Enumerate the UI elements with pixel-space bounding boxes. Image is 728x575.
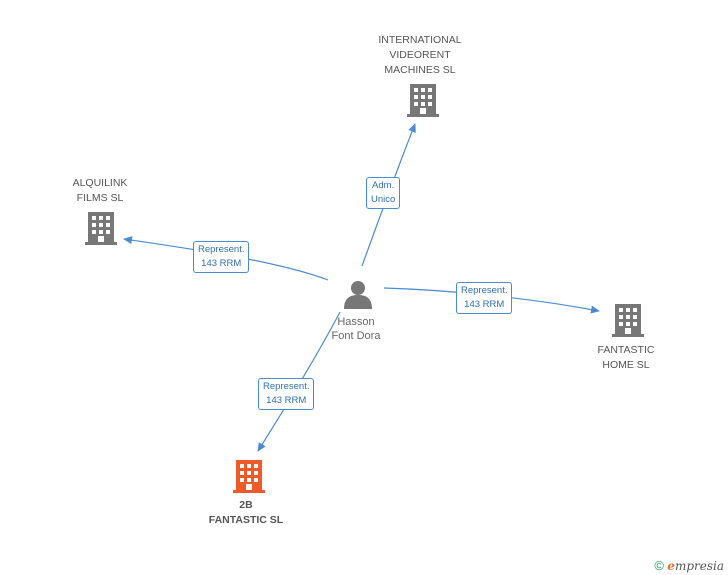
building-icon-international[interactable] xyxy=(407,84,439,117)
building-icon-fantastic-home[interactable] xyxy=(612,304,644,337)
company-label-international[interactable]: INTERNATIONAL VIDEORENT MACHINES SL xyxy=(360,33,480,78)
building-icon-2b-fantastic[interactable] xyxy=(233,460,265,493)
relation-label-alquilink: Represent. 143 RRM xyxy=(193,241,250,273)
company-name-line1: ALQUILINK xyxy=(72,177,128,189)
relation-type: Adm. xyxy=(372,180,395,191)
relation-type: Represent. xyxy=(263,381,310,392)
relation-label-international: Adm. Unico xyxy=(366,177,401,209)
relation-label-2b-fantastic: Represent. 143 RRM xyxy=(258,378,315,410)
relation-label-fantastic-home: Represent. 143 RRM xyxy=(456,282,513,314)
copyright-icon: © xyxy=(654,558,664,573)
person-name-line1: Hasson xyxy=(337,316,375,328)
building-icon-alquilink[interactable] xyxy=(85,212,117,245)
company-name-line2: FILMS SL xyxy=(76,192,124,204)
person-icon[interactable] xyxy=(344,281,372,309)
relation-type: Represent. xyxy=(198,244,245,255)
relation-detail: 143 RRM xyxy=(266,395,307,406)
relation-detail: 143 RRM xyxy=(464,299,505,310)
company-name-line1: INTERNATIONAL xyxy=(378,34,462,46)
company-label-2b-fantastic[interactable]: 2B FANTASTIC SL xyxy=(196,498,296,528)
empresia-logo: © empresia xyxy=(654,558,724,573)
person-name-line2: Font Dora xyxy=(331,330,381,342)
company-label-alquilink[interactable]: ALQUILINK FILMS SL xyxy=(50,176,150,206)
person-label[interactable]: Hasson Font Dora xyxy=(306,315,406,343)
relation-detail: 143 RRM xyxy=(201,258,242,269)
relation-detail: Unico xyxy=(371,194,396,205)
company-name-line1: 2B xyxy=(239,499,253,511)
relation-type: Represent. xyxy=(461,285,508,296)
company-name-line2: VIDEORENT xyxy=(389,49,451,61)
brand-rest: mpresia xyxy=(674,559,724,573)
brand-e: e xyxy=(667,559,675,573)
company-label-fantastic-home[interactable]: FANTASTIC HOME SL xyxy=(576,343,676,373)
company-name-line3: MACHINES SL xyxy=(384,64,456,76)
company-name-line2: HOME SL xyxy=(602,359,650,371)
company-name-line1: FANTASTIC xyxy=(597,344,655,356)
edge-to-2b-fantastic xyxy=(257,311,341,452)
company-name-line2: FANTASTIC SL xyxy=(208,514,284,526)
